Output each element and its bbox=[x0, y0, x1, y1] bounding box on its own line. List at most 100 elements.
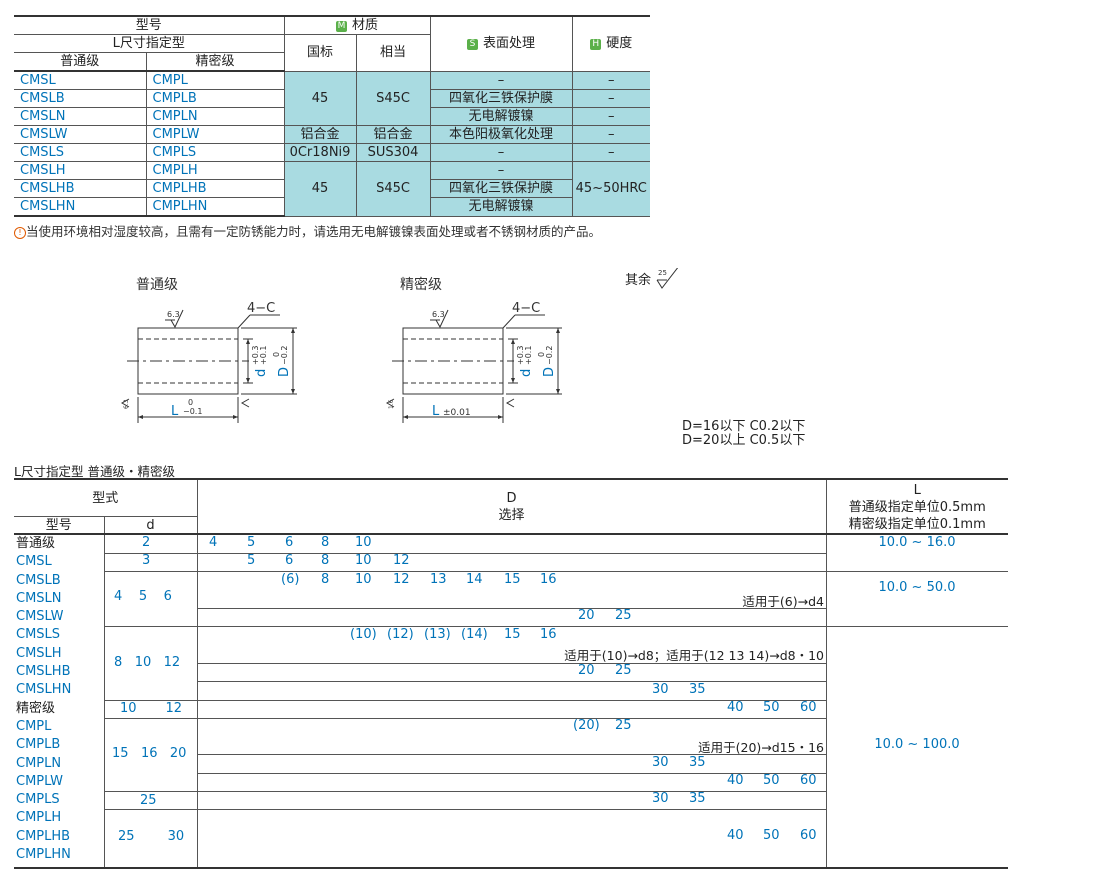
model-code: CMSLH bbox=[16, 645, 62, 661]
model-code: CMSLHN bbox=[16, 682, 72, 698]
d-value: 10 bbox=[355, 553, 372, 568]
svg-text:−0.2: −0.2 bbox=[280, 346, 289, 365]
header-national: 国标 bbox=[283, 34, 357, 72]
d-value: (14) bbox=[461, 627, 488, 642]
header-type: 型式 bbox=[14, 478, 198, 517]
model-code: CMPLHN bbox=[16, 847, 71, 863]
d-value: 20 bbox=[578, 663, 595, 678]
d-value: 35 bbox=[689, 682, 706, 697]
table-row: CMSLS CMPLS 0Cr18Ni9 SUS304 – – bbox=[14, 143, 650, 162]
model-code: CMPLHB bbox=[16, 828, 71, 844]
d-value: 60 bbox=[800, 773, 817, 788]
precise-grade-label: 精密级 bbox=[400, 277, 442, 293]
svg-text:+0.3: +0.3 bbox=[516, 346, 525, 365]
svg-text:+0.3: +0.3 bbox=[251, 346, 260, 365]
svg-text:6.3: 6.3 bbox=[123, 399, 130, 409]
model-code: CMPL bbox=[16, 718, 52, 734]
svg-text:4−C: 4−C bbox=[512, 301, 540, 316]
svg-text:25: 25 bbox=[658, 269, 667, 277]
model-code: CMPLN bbox=[16, 755, 62, 771]
caution-note: !当使用环境相对湿度较高，且需有一定防锈能力时，请选用无电解镀镍表面处理或者不锈… bbox=[14, 221, 601, 240]
d-value: 50 bbox=[763, 828, 780, 843]
svg-text:+0.1: +0.1 bbox=[259, 346, 268, 365]
d-value: 15 bbox=[504, 572, 521, 587]
d-value: 30 bbox=[652, 791, 669, 806]
d-value: 15 bbox=[504, 627, 521, 642]
table-row: CMSLHB CMPLHB 四氧化三铁保护膜 bbox=[14, 179, 650, 198]
table-row: CMSLN CMPLN 无电解镀镍 – bbox=[14, 107, 650, 126]
model-code: CMSL bbox=[16, 554, 52, 570]
svg-text:6.3: 6.3 bbox=[167, 310, 180, 319]
table-row: CMSLW CMPLW 铝合金 铝合金 本色阳极氧化处理 – bbox=[14, 125, 650, 144]
header-precise: 精密级 bbox=[145, 52, 285, 72]
d-value: 25 bbox=[615, 608, 632, 623]
table-row: CMSLH CMPLH 45 S45C – 45~50HRC bbox=[14, 161, 650, 217]
model-code: CMSLB bbox=[16, 572, 61, 588]
chamfer-notes: D=16以下 C0.2以下 D=20以上 C0.5以下 bbox=[682, 419, 806, 448]
material-tag-icon: M bbox=[335, 21, 347, 32]
svg-text:−0.1: −0.1 bbox=[183, 407, 202, 416]
normal-grade-label: 普通级 bbox=[136, 277, 178, 293]
d-value: 30 bbox=[652, 682, 669, 697]
d-value: (20) bbox=[573, 718, 600, 733]
d-value: (6) bbox=[281, 572, 300, 587]
model-code: CMPLW bbox=[16, 773, 64, 789]
table-row: CMSLHN CMPLHN 无电解镀镍 bbox=[14, 197, 650, 217]
svg-text:1.6: 1.6 bbox=[388, 399, 395, 409]
d-value: 60 bbox=[800, 700, 817, 715]
svg-text:d: d bbox=[519, 369, 534, 377]
header-model: 型号 bbox=[14, 15, 285, 35]
d-value: 25 bbox=[615, 718, 632, 733]
warning-icon: ! bbox=[14, 227, 26, 239]
d-value: 6 bbox=[285, 553, 294, 568]
d-value: 14 bbox=[466, 572, 483, 587]
d-value: (10) bbox=[350, 627, 377, 642]
model-code: CMSLHB bbox=[16, 664, 71, 680]
model-code: CMSLS bbox=[16, 627, 61, 643]
surface-tag-icon: S bbox=[466, 39, 478, 51]
applicability-note: 适用于(10)→d8；适用于(12 13 14)→d8・10 bbox=[564, 648, 824, 663]
hardness-tag-icon: H bbox=[590, 39, 602, 51]
header-ltype: L尺寸指定型 bbox=[14, 34, 285, 53]
model-code: CMPLS bbox=[16, 792, 60, 808]
d-value: 16 bbox=[540, 572, 557, 587]
model-code: 精密级 bbox=[16, 700, 56, 716]
d-value: (12) bbox=[387, 627, 414, 642]
d-value: 8 bbox=[321, 535, 330, 550]
selection-table-title: L尺寸指定型 普通级・精密级 bbox=[14, 464, 175, 479]
model-code: 普通级 bbox=[16, 536, 56, 551]
d-value: 10 bbox=[355, 572, 372, 587]
svg-text:0: 0 bbox=[272, 352, 281, 357]
d-value: 13 bbox=[430, 572, 447, 587]
model-code: CMPLB bbox=[16, 737, 61, 753]
d-value: 40 bbox=[727, 773, 744, 788]
svg-text:d: d bbox=[254, 369, 269, 377]
svg-text:6.3: 6.3 bbox=[432, 310, 445, 319]
d-value: 20 bbox=[578, 608, 595, 623]
header-normal: 普通级 bbox=[14, 52, 147, 72]
d-value: 8 bbox=[321, 553, 330, 568]
d-value: 10 bbox=[355, 535, 372, 550]
svg-text:L: L bbox=[432, 404, 440, 419]
model-code: CMSLN bbox=[16, 590, 62, 606]
d-value: 5 bbox=[247, 535, 256, 550]
d-value: 30 bbox=[652, 755, 669, 770]
header-equivalent: 相当 bbox=[355, 34, 431, 72]
svg-text:D: D bbox=[542, 367, 557, 377]
svg-text:0: 0 bbox=[188, 398, 193, 407]
svg-text:0: 0 bbox=[537, 352, 546, 357]
d-value: 6 bbox=[285, 535, 294, 550]
d-value: 50 bbox=[763, 700, 780, 715]
d-value: 40 bbox=[727, 828, 744, 843]
rest-roughness: 其余 25 bbox=[625, 265, 685, 290]
header-d: d bbox=[104, 516, 198, 535]
svg-text:−0.2: −0.2 bbox=[545, 346, 554, 365]
d-value: 8 bbox=[321, 572, 330, 587]
